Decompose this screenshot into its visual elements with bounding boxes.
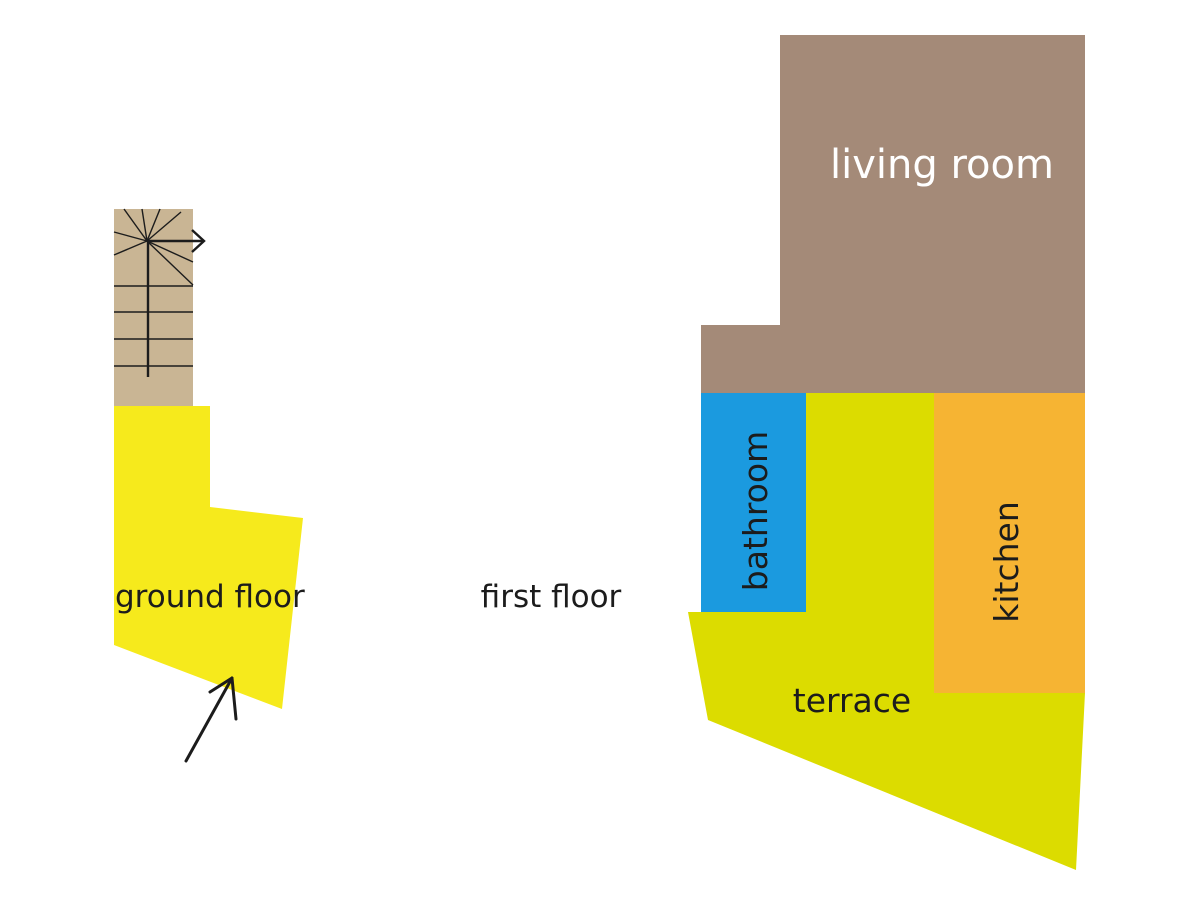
ground-floor-plan: ground floor: [113, 208, 305, 763]
stair-winder-line: [141, 208, 148, 242]
living-room-label: living room: [830, 142, 1054, 188]
stair-winder-line: [146, 211, 182, 242]
entrance-arrow-icon: [184, 676, 238, 763]
stair-winder-line: [113, 240, 148, 256]
stair-winder-line: [146, 208, 161, 242]
staircase-area: [114, 209, 193, 406]
stair-winder-line: [113, 231, 148, 242]
first-floor-plan: living room bathroom kitchen terrace: [688, 35, 1085, 870]
bathroom-label: bathroom: [736, 431, 775, 591]
kitchen-area: [934, 393, 1085, 693]
terrace-label: terrace: [793, 681, 911, 720]
stair-winder-line: [146, 240, 194, 286]
first-floor-label: first floor: [481, 579, 622, 615]
bathroom-area: [701, 393, 806, 612]
stair-winder-line: [146, 240, 194, 263]
living-room-area: [701, 35, 1085, 393]
terrace-area: [688, 393, 1085, 870]
ground-floor-area: [114, 406, 303, 709]
ground-floor-label: ground floor: [115, 579, 305, 615]
stair-direction-arrow-icon: [146, 229, 206, 377]
kitchen-label: kitchen: [987, 501, 1026, 623]
stair-winder-line: [123, 208, 148, 242]
